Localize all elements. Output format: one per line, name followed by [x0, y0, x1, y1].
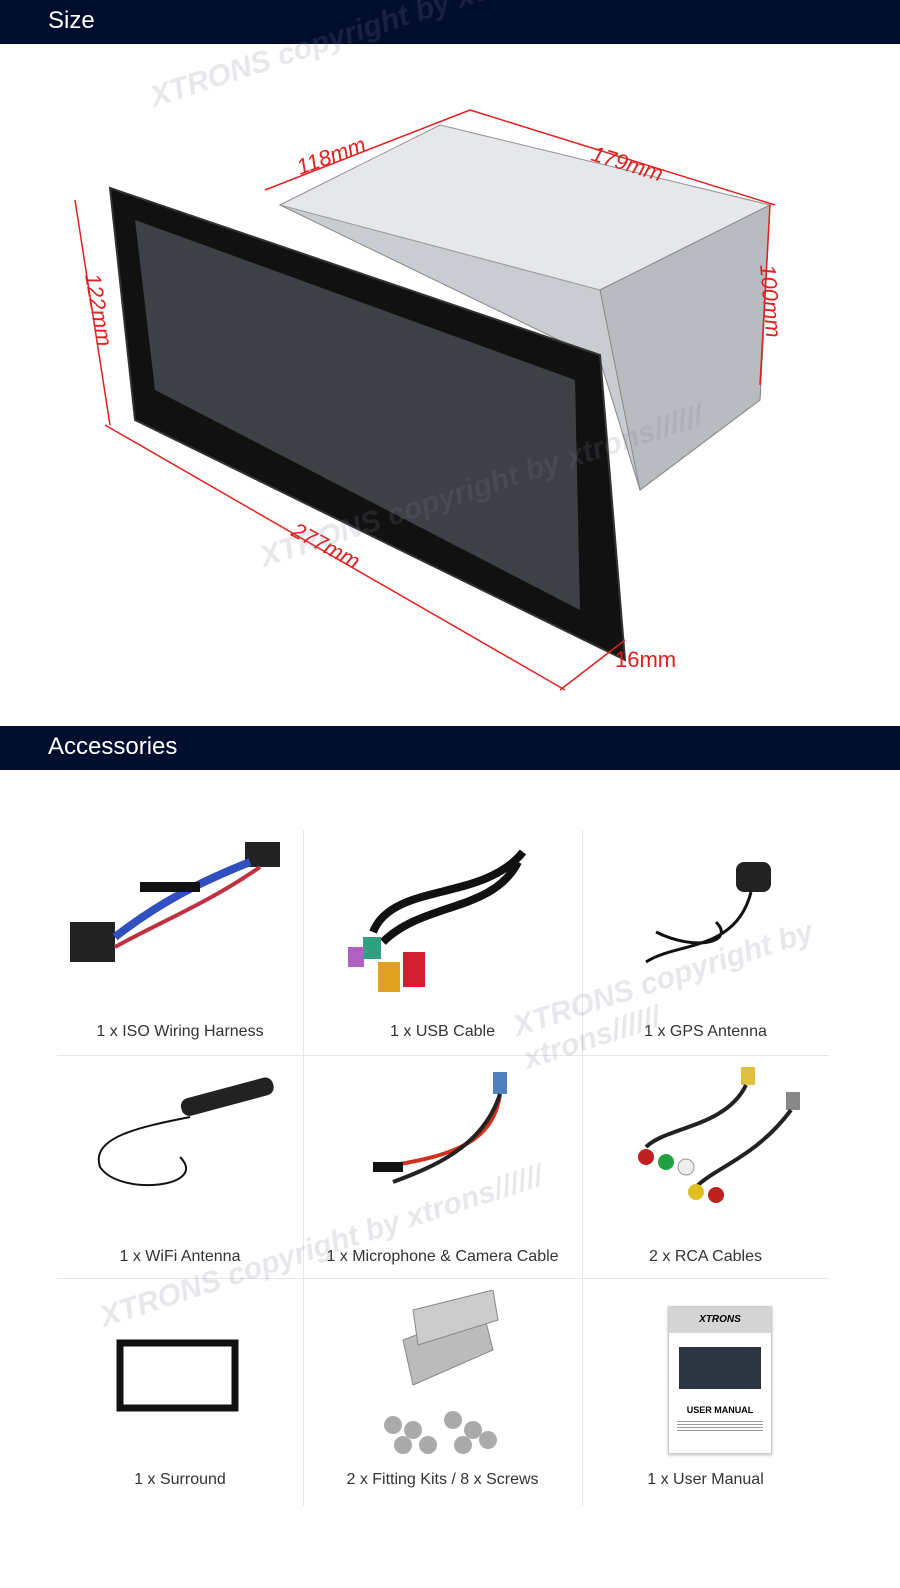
surround-frame-icon [116, 1339, 239, 1412]
accessory-label: 2 x RCA Cables [649, 1248, 762, 1265]
rca-cables-icon [637, 1067, 800, 1203]
accessory-label: 1 x ISO Wiring Harness [96, 1023, 264, 1040]
manual-title: USER MANUAL [686, 1405, 754, 1415]
size-title: Size [48, 7, 95, 34]
accessory-item: 1 x WiFi Antenna [57, 1055, 303, 1280]
accessory-item: 2 x Fitting Kits / 8 x Screws [303, 1278, 582, 1503]
accessory-label: 1 x User Manual [647, 1471, 764, 1488]
accessory-item: 1 x GPS Antenna [582, 830, 829, 1055]
accessory-label: 1 x Microphone & Camera Cable [326, 1248, 559, 1265]
thickness-label: 16mm [615, 647, 676, 672]
accessory-label: 1 x Surround [134, 1471, 226, 1488]
manual-brand: XTRONS [669, 1307, 771, 1333]
accessory-label: 1 x GPS Antenna [644, 1023, 767, 1040]
dimension-lines [74, 109, 776, 691]
user-manual-icon: XTRONS USER MANUAL [668, 1306, 772, 1454]
accessories-section-header: Accessories [0, 726, 900, 770]
accessory-item: 1 x USB Cable [303, 830, 582, 1055]
accessory-item: 2 x RCA Cables [582, 1055, 829, 1280]
height-front-label: 122mm [80, 272, 117, 349]
accessory-item: XTRONS USER MANUAL 1 x User Manual [582, 1278, 829, 1503]
product-dimension-diagram: 118mm 179mm 100mm 122mm 277mm 16mm [74, 109, 786, 691]
size-section-header: Size [0, 0, 900, 44]
fitting-kits-icon [383, 1290, 499, 1454]
gps-antenna-icon [644, 862, 771, 964]
accessory-label: 2 x Fitting Kits / 8 x Screws [346, 1471, 539, 1488]
accessories-title: Accessories [48, 733, 178, 760]
accessory-item: 1 x Microphone & Camera Cable [303, 1055, 582, 1280]
wifi-antenna-icon [97, 1077, 274, 1187]
accessory-item: 1 x Surround [57, 1278, 303, 1503]
mic-camera-cable-icon [372, 1072, 507, 1184]
accessory-label: 1 x USB Cable [390, 1023, 495, 1040]
wiring-harness-icon [70, 842, 280, 962]
accessory-item: 1 x ISO Wiring Harness [57, 830, 303, 1055]
accessory-label: 1 x WiFi Antenna [119, 1248, 241, 1265]
usb-cable-icon [347, 849, 526, 992]
accessories-grid: 1 x ISO Wiring Harness 1 x USB Cable 1 x… [57, 830, 829, 1506]
